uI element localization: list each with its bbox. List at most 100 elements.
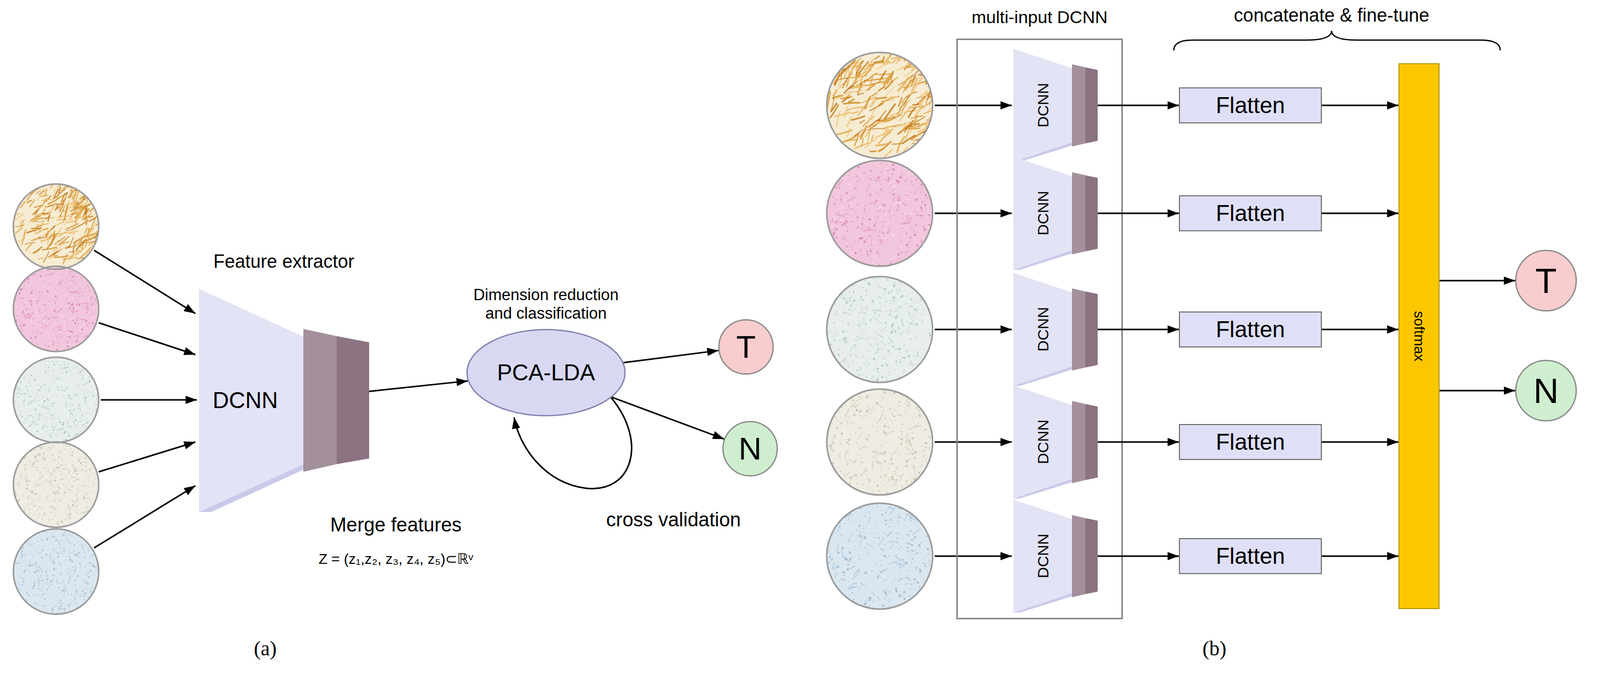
- tissue-speck: [27, 369, 29, 371]
- tissue-speck: [71, 404, 74, 406]
- tissue-speck: [28, 417, 29, 418]
- tissue-fiber: [38, 258, 44, 260]
- tissue-speck: [75, 412, 77, 414]
- tissue-speck: [43, 546, 44, 547]
- tissue-fiber: [31, 217, 38, 220]
- tissue-speck: [24, 418, 26, 420]
- tissue-speck: [25, 331, 27, 333]
- tissue-speck: [45, 309, 48, 312]
- tissue-speck: [60, 430, 62, 432]
- tissue-speck: [67, 582, 69, 584]
- tissue-fiber: [62, 468, 67, 470]
- tissue-speck: [43, 588, 45, 590]
- tissue-speck: [89, 386, 92, 388]
- tissue-speck: [51, 461, 52, 463]
- tissue-speck: [35, 318, 37, 319]
- tissue-fiber: [90, 296, 93, 298]
- tissue-speck: [68, 517, 70, 519]
- tissue-fiber: [76, 334, 78, 340]
- tissue-speck: [54, 302, 56, 304]
- tissue-fiber: [59, 562, 62, 567]
- tissue-speck: [44, 327, 46, 330]
- tissue-fiber: [76, 571, 78, 575]
- tissue-speck: [66, 308, 68, 311]
- tissue-fiber: [74, 295, 78, 302]
- tissue-speck: [35, 411, 38, 413]
- tissue-speck: [47, 429, 49, 431]
- tissue-speck: [52, 458, 53, 460]
- tissue-speck: [38, 569, 40, 570]
- tissue-speck: [84, 396, 87, 399]
- tissue-speck: [79, 483, 80, 484]
- tissue-fiber: [73, 242, 76, 254]
- tissue-fiber: [58, 329, 61, 331]
- tissue-speck: [71, 575, 74, 577]
- tissue-fiber: [28, 565, 33, 567]
- tissue-speck: [34, 562, 38, 565]
- tissue-speck: [81, 430, 83, 431]
- tissue-speck: [74, 598, 76, 600]
- tissue-speck: [79, 289, 81, 292]
- tissue-speck: [32, 391, 34, 393]
- tissue-speck: [56, 305, 59, 307]
- tissue-speck: [42, 285, 45, 288]
- tissue-speck: [32, 585, 35, 588]
- tissue-speck: [53, 299, 56, 302]
- tissue-speck: [49, 365, 51, 367]
- tissue-speck: [66, 542, 68, 543]
- tissue-speck: [35, 332, 37, 334]
- tissue-speck: [62, 387, 64, 389]
- tissue-speck: [46, 426, 49, 428]
- tissue-speck: [83, 595, 85, 597]
- tissue-speck: [61, 478, 64, 480]
- tissue-speck: [76, 408, 78, 410]
- tissue-fiber: [871, 92, 878, 97]
- tissue-speck: [76, 541, 78, 543]
- tissue-fiber: [92, 224, 95, 231]
- tissue-speck: [80, 333, 83, 335]
- tissue-fiber: [84, 227, 87, 233]
- tissue-speck: [51, 532, 53, 534]
- tissue-speck: [73, 504, 75, 507]
- tissue-speck: [47, 575, 49, 577]
- tissue-speck: [35, 331, 37, 333]
- tissue-fiber: [19, 411, 23, 413]
- tissue-speck: [23, 570, 26, 572]
- tissue-speck: [64, 475, 65, 477]
- tissue-speck: [57, 342, 59, 344]
- tissue-speck: [20, 484, 22, 487]
- tissue-speck: [35, 304, 37, 306]
- tissue-speck: [86, 291, 89, 294]
- tissue-speck: [30, 374, 32, 376]
- tissue-speck: [80, 288, 82, 290]
- tissue-speck: [60, 592, 63, 595]
- tissue-speck: [74, 419, 77, 422]
- tissue-fiber: [34, 397, 36, 404]
- tissue-speck: [39, 506, 41, 509]
- tissue-speck: [67, 336, 69, 338]
- tissue-speck: [29, 395, 32, 398]
- image-texture-layer: [10, 39, 948, 615]
- tissue-speck: [56, 522, 58, 524]
- tissue-speck: [55, 332, 57, 335]
- tissue-speck: [41, 568, 43, 569]
- tissue-speck: [53, 513, 55, 515]
- tissue-speck: [56, 579, 59, 583]
- tissue-speck: [77, 575, 80, 578]
- tissue-speck: [40, 553, 42, 555]
- tissue-speck: [87, 576, 90, 578]
- tissue-speck: [55, 605, 57, 608]
- tissue-speck: [57, 389, 60, 391]
- tissue-fiber: [838, 83, 847, 88]
- tissue-speck: [28, 508, 31, 511]
- tissue-speck: [78, 287, 81, 290]
- tissue-fiber: [62, 257, 77, 260]
- tissue-speck: [75, 593, 77, 595]
- tissue-speck: [25, 387, 27, 389]
- tissue-speck: [60, 608, 62, 610]
- tissue-speck: [29, 413, 30, 415]
- tissue-speck: [55, 551, 57, 554]
- tissue-speck: [56, 430, 57, 431]
- tissue-speck: [27, 313, 30, 316]
- tissue-speck: [71, 569, 73, 571]
